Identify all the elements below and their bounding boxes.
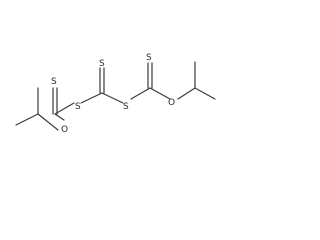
atom-label-s-left-double: S bbox=[51, 77, 57, 87]
atom-label-o-right: O bbox=[168, 98, 175, 108]
bond-c-s-left bbox=[80, 92, 103, 104]
molecule-svg: S S S O S S O bbox=[15, 53, 216, 135]
structure-diagram: S S S O S S O bbox=[15, 53, 216, 135]
bond-ch-me1-left bbox=[15, 113, 39, 126]
bond-c-o-left bbox=[54, 113, 65, 121]
atom-label-s-central-double: S bbox=[99, 59, 105, 69]
atom-label-s-central-right: S bbox=[123, 102, 129, 112]
bond-s-c-left bbox=[54, 102, 75, 115]
bond-o-ch-right bbox=[177, 87, 196, 100]
atom-label-s-central-left: S bbox=[75, 102, 81, 112]
bond-o-ch-left bbox=[37, 113, 59, 131]
bond-c-o-right bbox=[149, 87, 171, 100]
atom-label-o-left: O bbox=[61, 125, 68, 135]
bond-ch-me2-right bbox=[194, 87, 216, 100]
bond-c-s-right bbox=[101, 92, 124, 104]
atom-label-s-right-double: S bbox=[146, 53, 152, 63]
bond-s-c-right bbox=[130, 87, 151, 100]
